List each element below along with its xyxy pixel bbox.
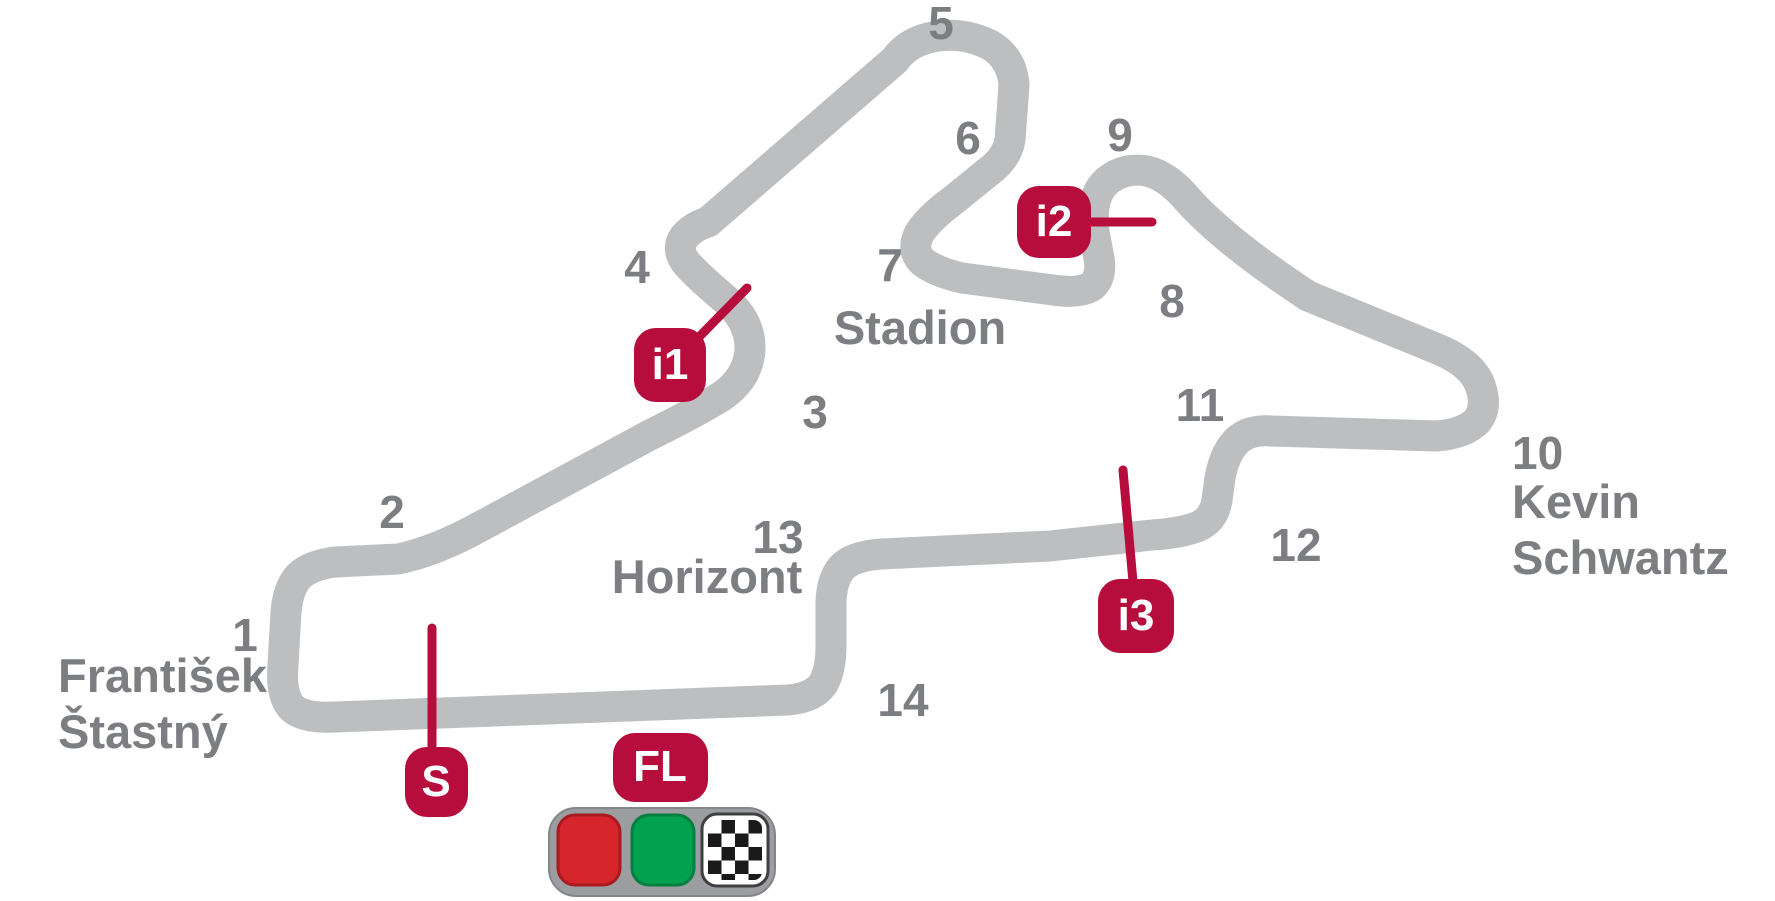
- red-light: [556, 813, 622, 887]
- corner-label-4: 4: [624, 241, 650, 293]
- marker-i1: i1: [634, 328, 706, 402]
- corner-label-5: 5: [928, 0, 954, 49]
- green-light: [630, 813, 696, 887]
- marker-finish-line: FL: [612, 732, 708, 802]
- marker-i3: i3: [1098, 579, 1174, 653]
- marker-i2: i2: [1017, 186, 1091, 258]
- marker-i1-pointer-line: [695, 283, 752, 341]
- corner-label-1: 1: [232, 609, 258, 661]
- corner-label-10: 10: [1512, 427, 1564, 479]
- corner-label-2: 2: [379, 486, 405, 538]
- marker-start: S: [404, 747, 468, 817]
- corner-name-horizont: Horizont: [611, 550, 803, 604]
- corner-label-11: 11: [1175, 379, 1225, 431]
- corner-label-14: 14: [877, 674, 929, 726]
- corner-label-6: 6: [955, 112, 981, 164]
- corner-name-kevin-schwantz: Kevin Schwantz: [1512, 475, 1729, 584]
- corner-label-9: 9: [1107, 109, 1133, 161]
- corner-name-stadion: Stadion: [833, 301, 1007, 355]
- corner-label-8: 8: [1159, 275, 1185, 327]
- corner-label-7: 7: [877, 239, 903, 291]
- corner-name-frantisek-stastny: František Štastný: [58, 649, 267, 758]
- corner-label-13: 13: [752, 511, 804, 563]
- marker-i3-pointer-line: [1118, 465, 1138, 587]
- checkered-flag-icon: [700, 812, 770, 888]
- start-lights: [548, 807, 776, 897]
- track-outline: [267, 19, 1499, 733]
- corner-label-3: 3: [802, 386, 828, 438]
- corner-label-12: 12: [1270, 519, 1322, 571]
